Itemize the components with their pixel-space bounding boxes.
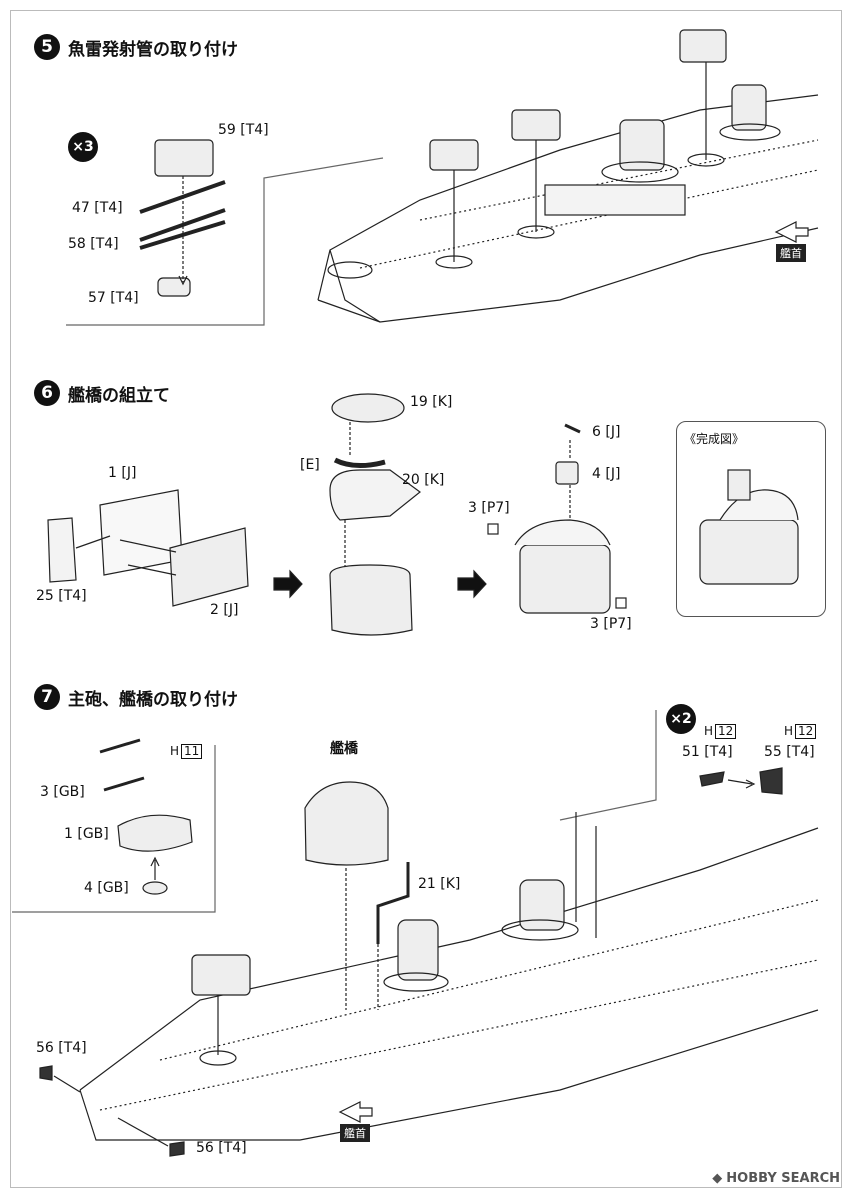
- step5-bow-indicator: 艦首: [776, 244, 806, 262]
- step5-multiplier-badge: ×3: [68, 132, 98, 162]
- part-label-4j: 4 [J]: [592, 466, 621, 482]
- part-label-20k: 20 [K]: [402, 472, 445, 488]
- runner-ref-h12-left-number: 12: [715, 724, 737, 739]
- step5-title: 魚雷発射管の取り付け: [68, 39, 238, 60]
- runner-ref-h11-number: 11: [181, 744, 203, 759]
- step7-heading: 7 主砲、艦橋の取り付け: [34, 684, 238, 710]
- bridge-label: 艦橋: [330, 741, 358, 757]
- part-label-58: 58 [T4]: [68, 236, 119, 252]
- part-label-55: 55 [T4]: [764, 744, 815, 760]
- completed-view-label: 《完成図》: [684, 432, 745, 446]
- runner-ref-h11-prefix: H: [170, 744, 180, 758]
- page-border: [10, 10, 842, 1188]
- runner-ref-h12-left-prefix: H: [704, 724, 714, 738]
- step7-bow-indicator: 艦首: [340, 1124, 370, 1142]
- step5-number: 5: [34, 34, 60, 60]
- part-label-1gb: 1 [GB]: [64, 826, 109, 842]
- part-label-57: 57 [T4]: [88, 290, 139, 306]
- completed-view-frame: [676, 421, 826, 617]
- part-label-21k: 21 [K]: [418, 876, 461, 892]
- step6-number: 6: [34, 380, 60, 406]
- part-label-56-lower: 56 [T4]: [196, 1140, 247, 1156]
- part-label-e: [E]: [300, 457, 320, 473]
- part-label-1j: 1 [J]: [108, 465, 137, 481]
- step6-title: 艦橋の組立て: [68, 385, 170, 406]
- step6-heading: 6 艦橋の組立て: [34, 380, 170, 406]
- hobby-search-watermark: ◆ HOBBY SEARCH: [712, 1171, 840, 1186]
- step7-number: 7: [34, 684, 60, 710]
- runner-ref-h12-right-number: 12: [795, 724, 817, 739]
- part-label-3p7-left: 3 [P7]: [468, 500, 510, 516]
- part-label-3gb: 3 [GB]: [40, 784, 85, 800]
- part-label-56-upper: 56 [T4]: [36, 1040, 87, 1056]
- watermark-logo-icon: ◆: [712, 1171, 723, 1186]
- part-label-3p7-right: 3 [P7]: [590, 616, 632, 632]
- part-label-59: 59 [T4]: [218, 122, 269, 138]
- part-label-47: 47 [T4]: [72, 200, 123, 216]
- part-label-25: 25 [T4]: [36, 588, 87, 604]
- step5-bow-label: 艦首: [776, 244, 806, 262]
- part-label-51: 51 [T4]: [682, 744, 733, 760]
- watermark-text: HOBBY SEARCH: [726, 1171, 840, 1186]
- part-label-19k: 19 [K]: [410, 394, 453, 410]
- part-label-4gb: 4 [GB]: [84, 880, 129, 896]
- step7-title: 主砲、艦橋の取り付け: [68, 689, 238, 710]
- runner-ref-h12-right-prefix: H: [784, 724, 794, 738]
- step7-bow-label: 艦首: [340, 1124, 370, 1142]
- part-label-6j: 6 [J]: [592, 424, 621, 440]
- part-label-2j: 2 [J]: [210, 602, 239, 618]
- step5-heading: 5 魚雷発射管の取り付け: [34, 34, 238, 60]
- step7-multiplier-badge: ×2: [666, 704, 696, 734]
